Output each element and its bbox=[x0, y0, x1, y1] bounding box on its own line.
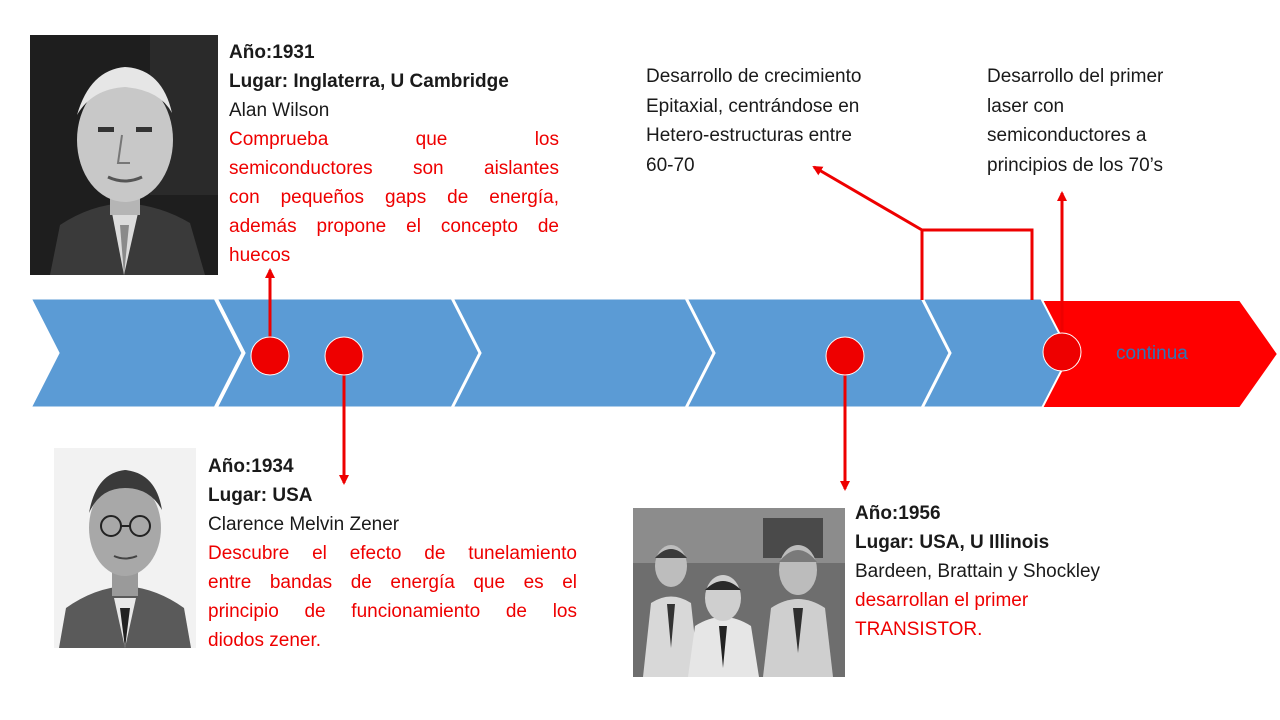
note-line: principios de los 70’s bbox=[987, 154, 1164, 176]
description-line: principio de funcionamiento de los bbox=[208, 601, 577, 622]
event-1934-description: Descubre el efecto de tunelamiento entre… bbox=[208, 539, 577, 655]
note-laser: Desarrollo del primer laser con semicond… bbox=[987, 62, 1257, 180]
description-line: con pequeños gaps de energía, bbox=[229, 187, 559, 208]
portrait-photo-zener bbox=[54, 448, 196, 648]
description-line: semiconductores son aislantes bbox=[229, 158, 559, 179]
note-line: 60-70 bbox=[646, 154, 695, 176]
marker-1970s bbox=[1042, 332, 1082, 372]
portrait-photo-wilson bbox=[30, 35, 218, 275]
note-line: semiconductores a bbox=[987, 125, 1147, 146]
event-1931-year: Año:1931 bbox=[229, 42, 315, 63]
event-1956-year: Año:1956 bbox=[855, 503, 941, 524]
description-line: entre bandas de energía que es el bbox=[208, 572, 577, 593]
description-line: TRANSISTOR. bbox=[855, 619, 983, 640]
description-line: huecos bbox=[229, 245, 291, 266]
note-line: laser con bbox=[987, 95, 1065, 117]
event-1931-place: Lugar: Inglaterra, U Cambridge bbox=[229, 71, 509, 92]
event-1934-year: Año:1934 bbox=[208, 456, 294, 477]
timeline-segment-3 bbox=[449, 296, 726, 410]
marker-1956 bbox=[825, 336, 865, 376]
event-1931-person: Alan Wilson bbox=[229, 100, 330, 121]
note-line: Epitaxial, centrándose en bbox=[646, 95, 860, 117]
event-1956-place: Lugar: USA, U Illinois bbox=[855, 532, 1050, 553]
description-line: Comprueba que los bbox=[229, 129, 559, 150]
description-line: además propone el concepto de bbox=[229, 216, 559, 237]
marker-1931 bbox=[250, 336, 290, 376]
event-1956-description: desarrollan el primer TRANSISTOR. bbox=[855, 586, 1155, 644]
event-1934: Año:1934 Lugar: USA Clarence Melvin Zene… bbox=[208, 452, 577, 655]
event-1931-description: Comprueba que los semiconductores son ai… bbox=[229, 125, 559, 270]
timeline-bar bbox=[27, 296, 1280, 410]
note-line: Hetero-estructuras entre bbox=[646, 125, 852, 146]
event-1956-person: Bardeen, Brattain y Shockley bbox=[855, 561, 1101, 582]
description-line: diodos zener. bbox=[208, 630, 322, 651]
note-epitaxial: Desarrollo de crecimiento Epitaxial, cen… bbox=[646, 62, 916, 180]
arrow-epitaxial bbox=[812, 165, 923, 232]
event-1956: Año:1956 Lugar: USA, U Illinois Bardeen,… bbox=[855, 499, 1155, 644]
description-line: Descubre el efecto de tunelamiento bbox=[208, 543, 577, 564]
marker-1934 bbox=[324, 336, 364, 376]
timeline-end-label: continua bbox=[1116, 343, 1188, 364]
note-line: Desarrollo del primer bbox=[987, 66, 1164, 87]
group-photo-transistor bbox=[633, 508, 845, 677]
timeline-segment-4 bbox=[683, 296, 960, 410]
description-line: desarrollan el primer bbox=[855, 590, 1029, 611]
bracket-connector bbox=[920, 228, 1034, 300]
event-1934-person: Clarence Melvin Zener bbox=[208, 514, 400, 535]
note-line: Desarrollo de crecimiento bbox=[646, 66, 862, 87]
event-1934-place: Lugar: USA bbox=[208, 485, 313, 506]
timeline-segment-1 bbox=[27, 296, 245, 410]
event-1931: Año:1931 Lugar: Inglaterra, U Cambridge … bbox=[229, 38, 559, 270]
